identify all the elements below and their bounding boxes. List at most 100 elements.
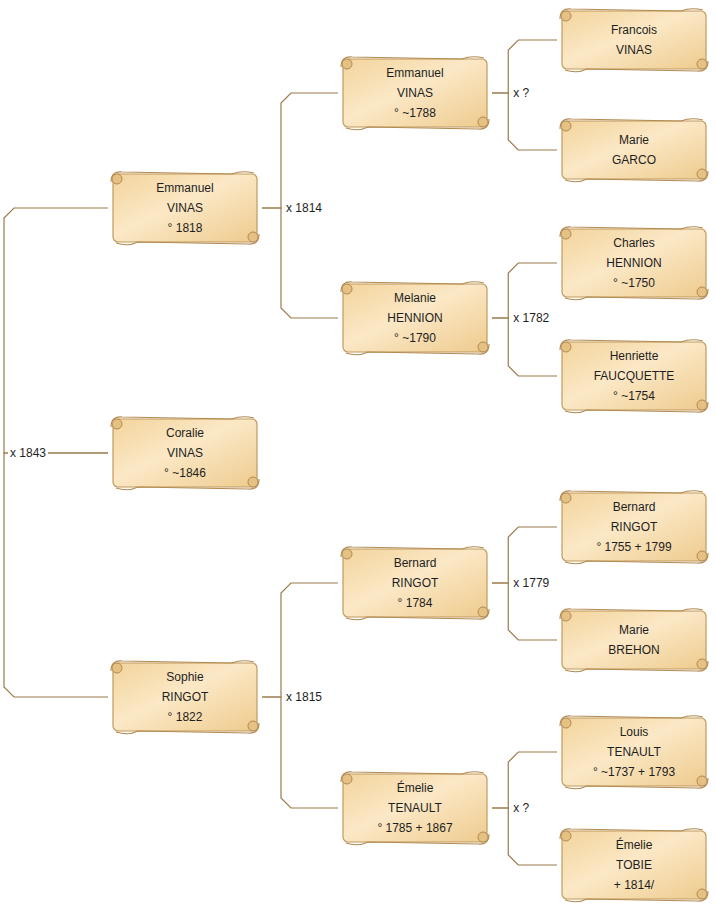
scroll-body [343, 59, 487, 127]
person-text: RINGOT [162, 687, 209, 707]
scroll-curl [565, 778, 708, 789]
scroll-curl [346, 344, 489, 355]
scroll-body [562, 229, 706, 297]
scroll-curl [560, 119, 703, 129]
person-text: Sophie [166, 667, 203, 687]
person-text: Marie [619, 620, 649, 640]
scroll-curl [111, 417, 254, 427]
person-text: Émelie [616, 835, 653, 855]
person-text: RINGOT [392, 573, 439, 593]
scroll-curl [561, 229, 571, 239]
scroll-curl [565, 891, 708, 902]
scroll-body [343, 774, 487, 842]
scroll-body [343, 549, 487, 617]
scroll-curl [248, 477, 258, 487]
person-text: VINAS [167, 198, 203, 218]
scroll-curl [697, 776, 707, 786]
scroll-curl [116, 234, 259, 245]
scroll-shape [557, 115, 711, 185]
person-text: ° 1784 [398, 593, 433, 613]
scroll-curl [341, 57, 484, 67]
scroll-curl [561, 718, 571, 728]
person-text: GARCO [612, 150, 656, 170]
scroll-curl [565, 402, 708, 413]
person-scroll: EmmanuelVINAS° 1818 [108, 168, 262, 248]
person-scroll: CharlesHENNION° ~1750 [557, 223, 711, 303]
scroll-curl [565, 171, 708, 182]
scroll-curl [560, 716, 703, 726]
person-scroll: BernardRINGOT° 1755 + 1799 [557, 487, 711, 567]
marriage-label: x ? [511, 85, 531, 101]
scroll-curl [341, 772, 484, 782]
scroll-curl [560, 340, 703, 350]
scroll-curl [341, 547, 484, 557]
scroll-curl [565, 289, 708, 300]
scroll-curl [561, 342, 571, 352]
marriage-label: x 1782 [511, 310, 551, 326]
family-connector [4, 453, 108, 697]
person-text: TENAULT [607, 742, 661, 762]
scroll-curl [116, 479, 259, 490]
person-text: ° ~1846 [164, 463, 206, 483]
person-scroll: FrancoisVINAS [557, 5, 711, 75]
person-scroll: CoralieVINAS° ~1846 [108, 413, 262, 493]
marriage-label: x 1814 [284, 200, 324, 216]
family-connector [492, 93, 557, 150]
person-text: VINAS [167, 443, 203, 463]
scroll-curl [561, 831, 571, 841]
scroll-curl [697, 59, 707, 69]
scroll-curl [116, 723, 259, 734]
scroll-body [562, 611, 706, 669]
family-connector [4, 208, 108, 453]
person-text: Émelie [397, 778, 434, 798]
person-text: ° ~1790 [394, 328, 436, 348]
family-connector [262, 93, 338, 208]
scroll-curl [560, 609, 703, 619]
scroll-body [562, 342, 706, 410]
family-connector [492, 808, 557, 865]
person-text: ° ~1750 [613, 273, 655, 293]
person-text: ° 1822 [168, 707, 203, 727]
person-text: Emmanuel [386, 63, 443, 83]
person-text: Charles [613, 233, 654, 253]
scroll-body [113, 663, 257, 731]
person-text: Melanie [394, 288, 436, 308]
person-text: TENAULT [388, 798, 442, 818]
scroll-curl [341, 282, 484, 292]
person-text: Marie [619, 130, 649, 150]
scroll-curl [342, 59, 352, 69]
family-connector [492, 318, 557, 376]
person-text: Emmanuel [156, 178, 213, 198]
person-scroll: SophieRINGOT° 1822 [108, 657, 262, 737]
person-text: Louis [620, 722, 649, 742]
scroll-curl [112, 663, 122, 673]
person-text: BREHON [608, 640, 659, 660]
scroll-curl [248, 721, 258, 731]
scroll-curl [561, 611, 571, 621]
scroll-curl [478, 117, 488, 127]
person-text: FAUCQUETTE [594, 366, 675, 386]
family-connector [262, 208, 338, 318]
scroll-body [113, 174, 257, 242]
person-text: Francois [611, 20, 657, 40]
scroll-curl [697, 169, 707, 179]
scroll-curl [560, 227, 703, 237]
person-text: TOBIE [616, 855, 652, 875]
scroll-curl [111, 172, 254, 182]
scroll-curl [697, 889, 707, 899]
scroll-curl [560, 9, 703, 19]
scroll-curl [697, 287, 707, 297]
scroll-curl [565, 661, 708, 672]
scroll-body [562, 11, 706, 69]
scroll-curl [346, 834, 489, 845]
scroll-body [113, 419, 257, 487]
person-text: Bernard [613, 497, 656, 517]
scroll-body [343, 284, 487, 352]
scroll-curl [342, 774, 352, 784]
scroll-curl [478, 607, 488, 617]
scroll-curl [478, 342, 488, 352]
person-text: ° 1818 [168, 218, 203, 238]
person-text: HENNION [387, 308, 442, 328]
person-text: Bernard [394, 553, 437, 573]
scroll-curl [565, 553, 708, 564]
